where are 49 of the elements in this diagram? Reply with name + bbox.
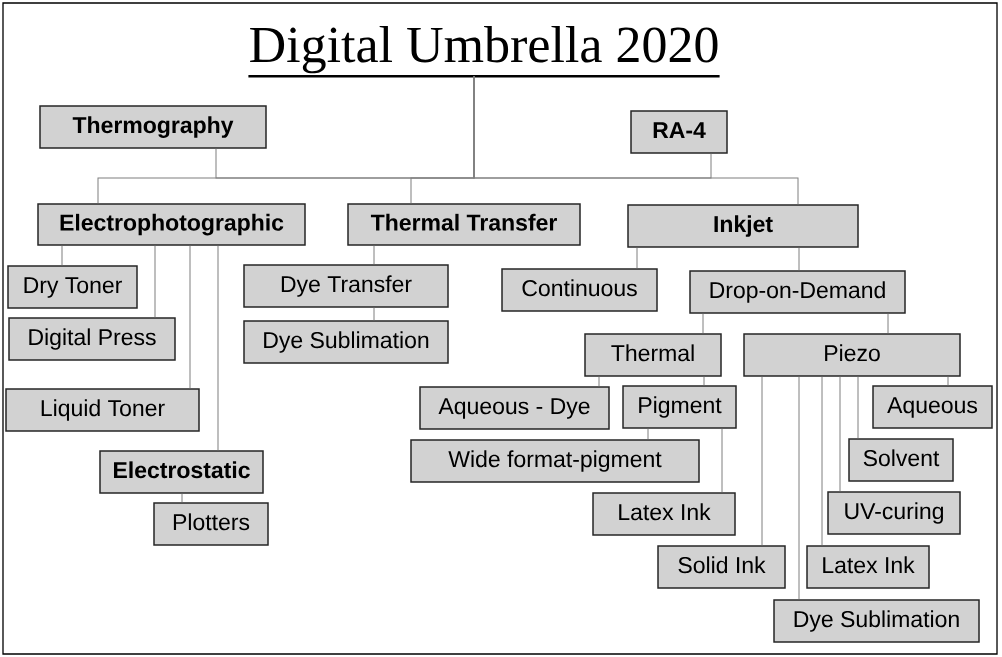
connector-line: [798, 376, 800, 600]
connector-line: [61, 245, 63, 266]
category-box: Electrophotographic: [37, 203, 306, 246]
connector-line: [373, 245, 375, 265]
connector-line: [702, 313, 704, 334]
connector-line: [839, 376, 841, 492]
connector-line: [947, 376, 949, 386]
connector-line: [636, 247, 638, 269]
item-box: Piezo: [743, 333, 961, 377]
connector-line: [189, 245, 191, 389]
connector-line: [373, 307, 375, 321]
item-box: Drop-on-Demand: [689, 270, 906, 314]
connector-line: [154, 245, 156, 318]
item-box: Dye Sublimation: [243, 320, 449, 364]
item-box: Aqueous: [872, 385, 993, 429]
item-box: Continuous: [501, 268, 658, 312]
connector-line: [598, 376, 600, 387]
item-box: Dry Toner: [7, 265, 138, 309]
connector-line: [217, 245, 219, 451]
connector-line: [887, 313, 889, 334]
connector-line: [703, 376, 705, 386]
connector-line: [761, 376, 763, 546]
category-box: Inkjet: [627, 204, 859, 248]
category-box: Thermography: [39, 105, 267, 149]
item-box: Solid Ink: [657, 545, 786, 589]
item-box: Plotters: [153, 502, 269, 546]
category-box: Thermal Transfer: [347, 203, 581, 246]
title: Digital Umbrella 2020: [248, 25, 720, 78]
item-box: Dye Transfer: [243, 264, 449, 308]
item-box: Aqueous - Dye: [419, 386, 610, 430]
connector-line: [721, 428, 723, 493]
connector-line: [821, 376, 823, 546]
item-box: Liquid Toner: [5, 388, 200, 432]
connector-line: [647, 428, 649, 440]
item-box: Latex Ink: [592, 492, 736, 536]
item-box: Latex Ink: [806, 545, 930, 589]
item-box: Pigment: [622, 385, 737, 429]
item-box: Solvent: [848, 438, 954, 482]
item-box: Dye Sublimation: [773, 599, 980, 643]
connector-line: [798, 247, 800, 271]
item-box: UV-curing: [827, 491, 961, 535]
connector-line: [857, 376, 859, 439]
item-box: Wide format-pigment: [410, 439, 700, 483]
connector-line: [473, 75, 799, 205]
category-box: RA-4: [630, 110, 728, 154]
category-box: Electrostatic: [99, 450, 264, 494]
item-box: Digital Press: [8, 317, 176, 361]
item-box: Thermal: [584, 333, 722, 377]
connector-line: [181, 493, 183, 503]
